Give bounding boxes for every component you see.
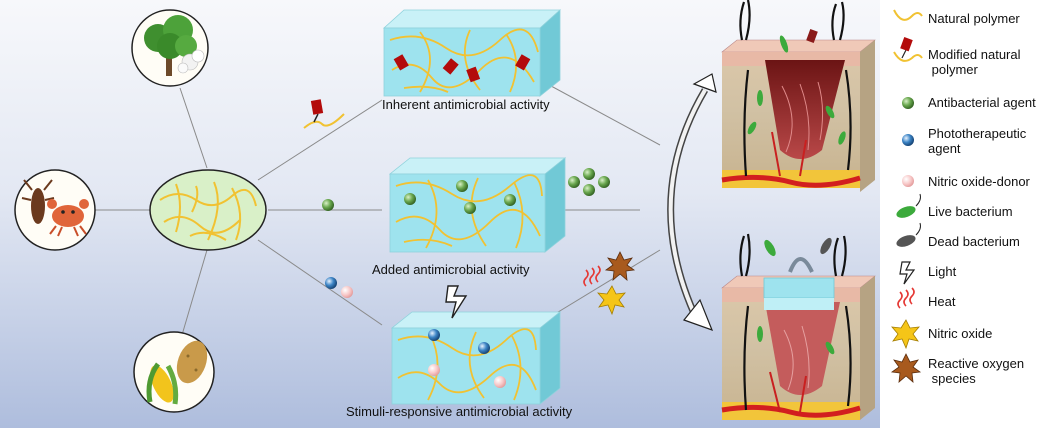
legend-label-light: Light [928,264,957,279]
dead-bacterium-icon [896,222,921,247]
heat-icon [897,287,915,309]
legend-label-phototherapeutic-agent: Phototherapeutic agent [928,126,1027,156]
cube-inherent [382,9,562,97]
legend-icons [890,9,923,383]
nitric-oxide-donor-icon [902,175,914,187]
legend-label-heat: Heat [928,294,956,309]
legend-label-nitric-oxide: Nitric oxide [928,326,993,341]
tree-cotton-circle [131,9,209,87]
legend-label-antibacterial-agent: Antibacterial agent [928,95,1036,110]
nitric-oxide-marker [597,285,626,316]
legend-label-nitric-oxide-donor: Nitric oxide-donor [928,174,1030,189]
skin-wound-top [721,0,876,192]
modified-natural-polymer-icon [893,36,923,62]
skin-wound-bottom [721,233,876,420]
nitric-oxide-icon [891,319,920,350]
phototherapeutic-agent-icon [902,134,914,146]
no-donor-marker [341,286,353,298]
treatment-arrow [667,73,717,332]
legend-label-dead-bacterium: Dead bacterium [928,234,1020,249]
connector-lines [95,79,661,336]
reactive-oxygen-species-icon [890,353,922,383]
antibacterial-marker [322,199,334,211]
caption-stimuli: Stimuli-responsive antimicrobial activit… [346,404,573,419]
light-icon [899,261,916,285]
antibacterial-agent-icon [902,97,914,109]
legend-label-reactive-oxygen-species: Reactive oxygen species [928,356,1025,386]
cube-stimuli [390,311,562,405]
live-bacterium-icon [896,193,921,218]
heat-marker [583,265,601,287]
legend-label-natural-polymer: Natural polymer [928,11,1020,26]
ros-marker [604,251,636,281]
legend-label-modified-natural-polymer: Modified natural polymer [928,47,1021,77]
crustacean-circle [14,169,96,251]
caption-inherent: Inherent antimicrobial activity [382,97,550,112]
natural-polymer-icon [893,9,923,21]
cube-added [388,157,567,253]
phototherapeutic-marker [325,277,337,289]
corn-potato-circle [133,331,215,413]
polymer-network [149,169,267,251]
modified-polymer-marker [303,99,345,129]
legend-label-live-bacterium: Live bacterium [928,204,1013,219]
caption-added: Added antimicrobial activity [372,262,530,277]
light-marker [445,285,468,319]
antibacterial-cluster [568,168,610,196]
